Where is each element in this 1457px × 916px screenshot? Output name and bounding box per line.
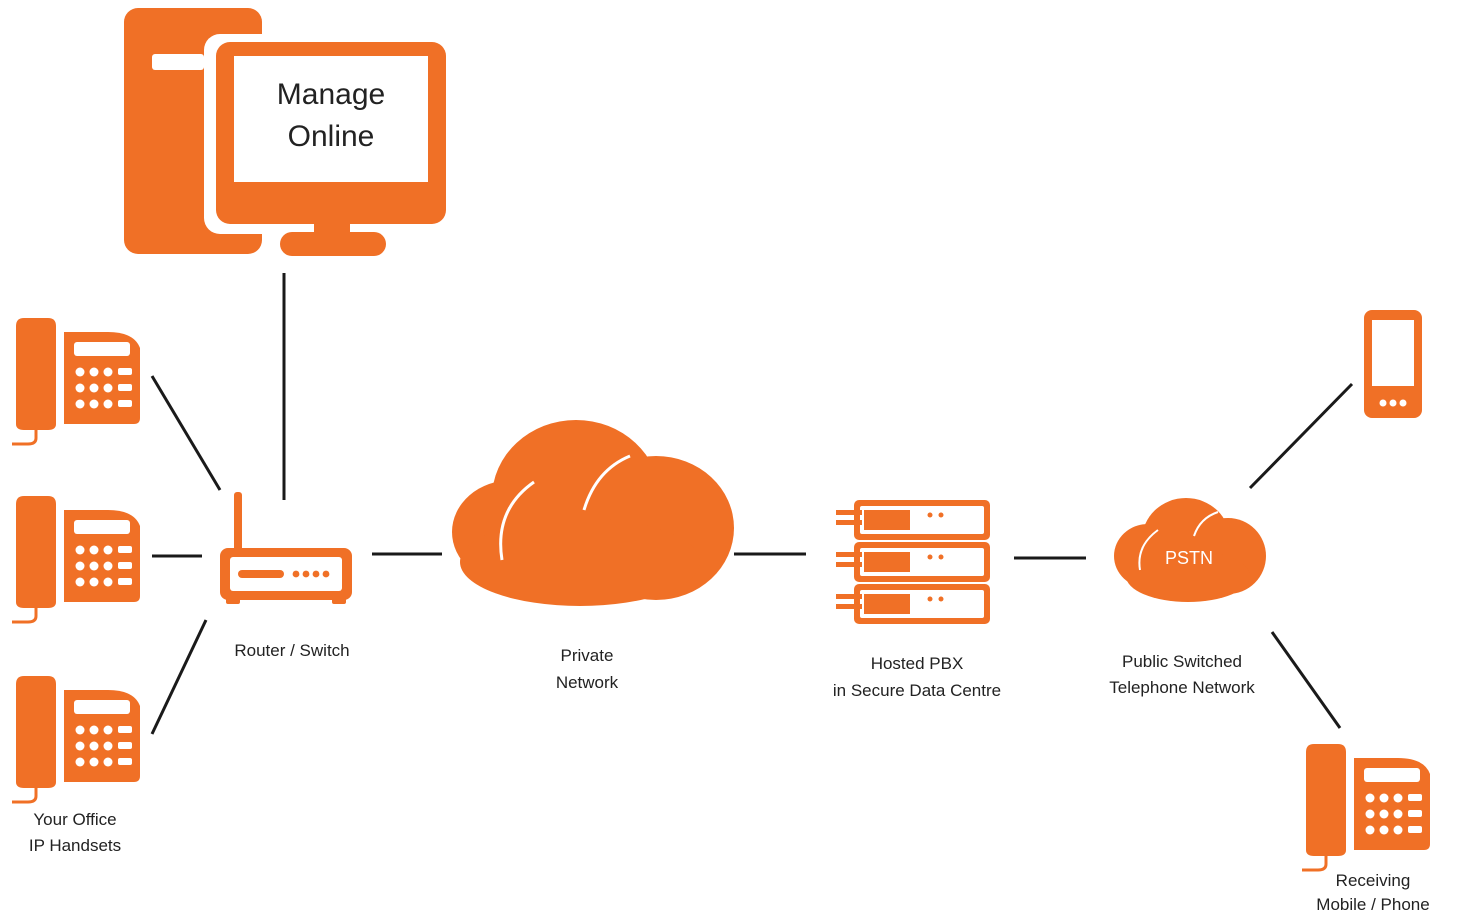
router-label: Router / Switch <box>234 641 349 660</box>
receiving-label-line1: Receiving <box>1336 871 1411 890</box>
private-network-label-line1: Private <box>561 646 614 665</box>
manage-online-line2: Online <box>288 120 375 153</box>
pbx-label-line1: Hosted PBX <box>871 654 964 673</box>
private-network-label-line2: Network <box>556 673 619 692</box>
desktop-computer-icon: Manage Online <box>124 8 456 256</box>
desk-phone-icon <box>10 316 142 446</box>
link-phone3-router <box>150 619 208 735</box>
desk-phone-icon <box>1300 742 1432 872</box>
desk-phone-icon <box>10 674 142 804</box>
mobile-phone-icon <box>1364 310 1422 418</box>
pstn-label-line2: Telephone Network <box>1109 678 1255 697</box>
cloud-icon: PSTN <box>1114 498 1266 602</box>
router-icon <box>220 492 352 604</box>
server-rack-icon <box>836 500 990 624</box>
desk-phone-icon <box>10 494 142 624</box>
office-label-line1: Your Office <box>33 810 116 829</box>
link-pstn-phone <box>1270 631 1342 729</box>
link-phone1-router <box>150 375 222 491</box>
cloud-icon <box>452 420 734 606</box>
pstn-label-line1: Public Switched <box>1122 652 1242 671</box>
pstn-cloud-text: PSTN <box>1165 548 1213 568</box>
office-label-line2: IP Handsets <box>29 836 121 855</box>
link-pstn-mobile <box>1248 382 1354 490</box>
manage-online-line1: Manage <box>277 78 385 111</box>
receiving-label-line2: Mobile / Phone <box>1316 895 1429 914</box>
pbx-label-line2: in Secure Data Centre <box>833 681 1001 700</box>
